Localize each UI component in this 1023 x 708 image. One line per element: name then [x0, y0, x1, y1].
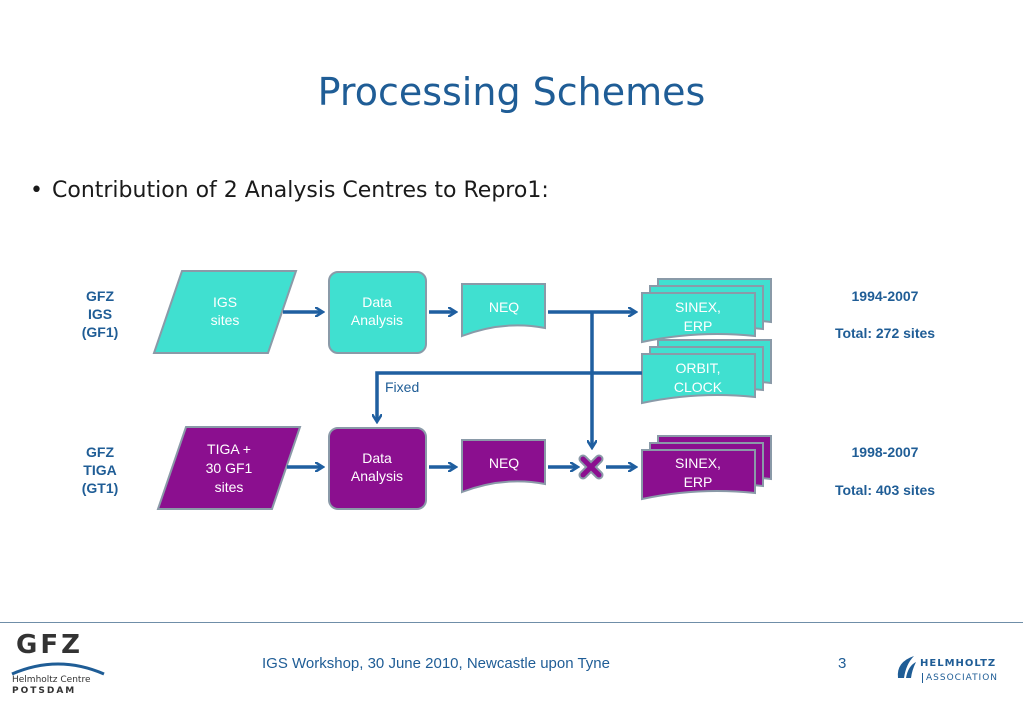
gfz-logo: GFZ Helmholtz Centre POTSDAM: [8, 630, 108, 700]
input-shape-bottom: [156, 426, 302, 510]
total-top: Total: 272 sites: [834, 325, 936, 341]
row-label-top-line2: IGS: [87, 306, 113, 322]
neq-doc-bottom: [461, 439, 546, 494]
input-text-bottom-3: sites: [215, 479, 244, 495]
row-label-bottom-line1: GFZ: [86, 444, 114, 460]
analysis-text-top-1: Data: [362, 294, 392, 310]
row-label-top: GFZ IGS (GF1): [70, 287, 130, 341]
orbit-text-2: CLOCK: [674, 379, 723, 395]
bullet-dot: •: [30, 178, 43, 203]
row-label-top-line3: (GF1): [81, 324, 119, 340]
neq-text-bottom: NEQ: [489, 455, 519, 471]
neq-doc-top: [461, 283, 546, 338]
input-shape-top: [152, 270, 298, 354]
sinex-text-bottom-1: SINEX,: [675, 455, 721, 471]
fixed-label: Fixed: [385, 379, 419, 395]
analysis-box-top: [328, 271, 427, 354]
bullet-text: Contribution of 2 Analysis Centres to Re…: [52, 178, 549, 203]
gfz-logo-subtitle: Helmholtz Centre: [12, 675, 91, 685]
bullet-point: • Contribution of 2 Analysis Centres to R…: [30, 178, 549, 203]
input-text-bottom-2: 30 GF1: [206, 460, 253, 476]
sinex-doc-bottom: [641, 449, 756, 501]
footer-text: IGS Workshop, 30 June 2010, Newcastle up…: [262, 655, 610, 672]
period-top: 1994-2007: [851, 288, 919, 304]
input-text-bottom-1: TIGA +: [207, 441, 251, 457]
sinex-text-top-2: ERP: [684, 318, 713, 334]
analysis-text-top-2: Analysis: [351, 312, 403, 328]
page-title: Processing Schemes: [317, 70, 706, 114]
helmholtz-text-1: HELMHOLTZ: [920, 658, 997, 669]
gfz-logo-text: GFZ: [16, 630, 83, 660]
input-text-top-1: IGS: [213, 294, 237, 310]
combine-x-icon: [578, 454, 604, 480]
gfz-logo-location: POTSDAM: [12, 686, 77, 696]
row-label-bottom-line3: (GT1): [81, 480, 119, 496]
row-label-bottom: GFZ TIGA (GT1): [70, 443, 130, 497]
helmholtz-logo: HELMHOLTZ ASSOCIATION: [892, 650, 1017, 692]
helmholtz-text-2: ASSOCIATION: [922, 673, 998, 683]
arrow-orbit-fixed: [377, 371, 642, 421]
page-number: 3: [838, 655, 847, 672]
orbit-text-1: ORBIT,: [675, 360, 720, 376]
row-label-bottom-line2: TIGA: [83, 462, 117, 478]
orbit-doc: [641, 353, 756, 405]
input-text-top-2: sites: [211, 312, 240, 328]
helmholtz-leaf-icon: [897, 656, 916, 678]
row-label-top-line1: GFZ: [86, 288, 114, 304]
period-bottom: 1998-2007: [851, 444, 919, 460]
analysis-box-bottom: [328, 427, 427, 510]
neq-text-top: NEQ: [489, 299, 519, 315]
footer-divider: [0, 622, 1023, 623]
sinex-text-top-1: SINEX,: [675, 299, 721, 315]
analysis-text-bottom-1: Data: [362, 450, 392, 466]
analysis-text-bottom-2: Analysis: [351, 468, 403, 484]
total-bottom: Total: 403 sites: [834, 482, 936, 498]
gfz-logo-arc: [11, 662, 105, 676]
sinex-text-bottom-2: ERP: [684, 474, 713, 490]
sinex-doc-top: [641, 292, 756, 344]
